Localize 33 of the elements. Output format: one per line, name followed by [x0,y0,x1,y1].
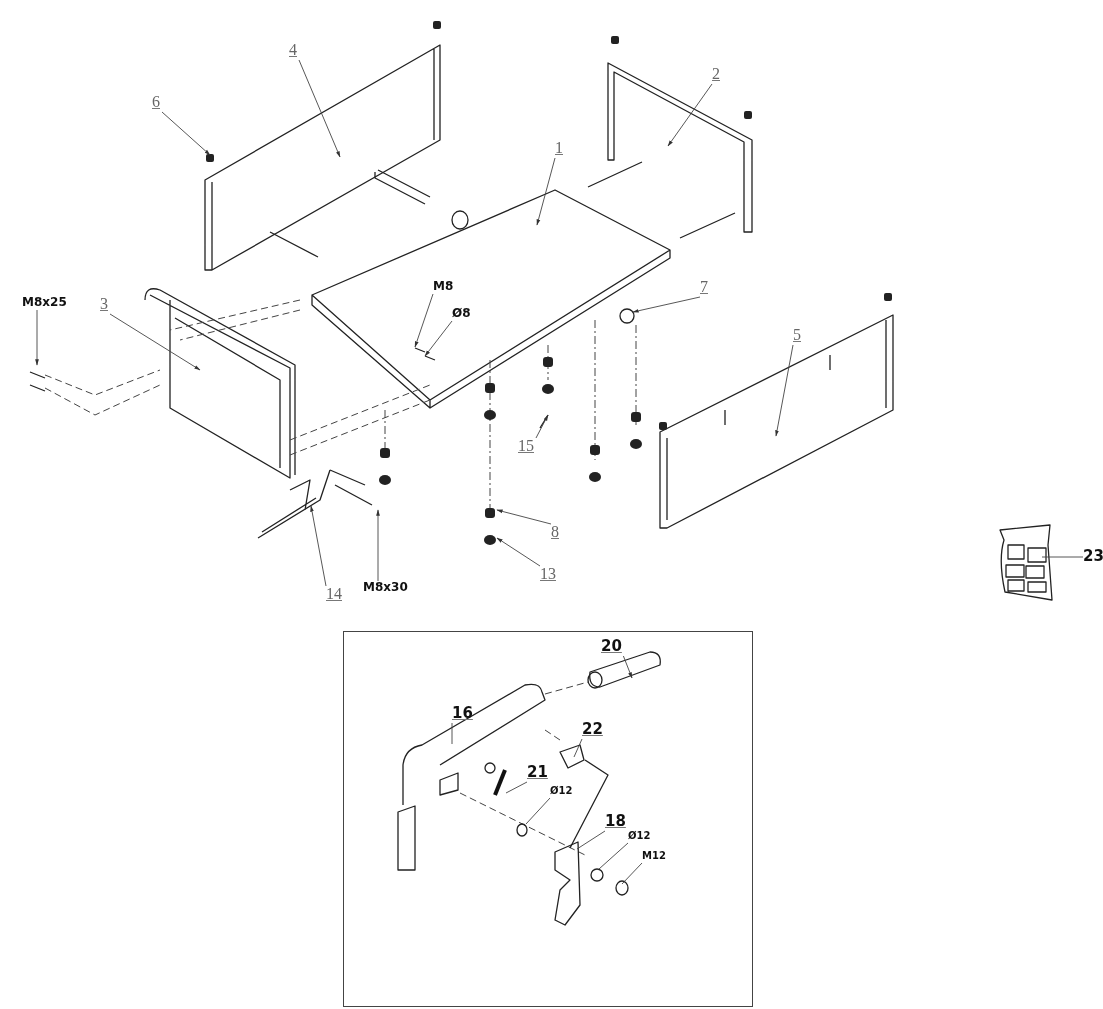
leader-line [576,830,606,850]
callout-number: M8 [433,280,454,292]
callout-number: 6 [152,94,160,110]
callout-number: 23 [1083,549,1103,564]
callout-number: 14 [326,586,342,602]
leader-line [621,862,643,885]
inset-frame [343,631,753,1007]
leader-line [451,722,453,745]
callout-number: 21 [527,765,548,780]
callout-number: Ø12 [628,831,651,841]
callout-number: 3 [100,296,108,312]
leader-line [525,797,551,825]
callout-number: 8 [551,524,559,540]
callout-number: 20 [601,639,622,654]
callout-number: 2 [712,66,720,82]
leader-line [598,842,629,870]
callout-number: M8x25 [22,296,67,308]
leader-line [505,781,528,794]
callout-number: 4 [289,42,297,58]
leader-line [573,738,583,758]
callout-number: 1 [555,140,563,156]
callout-number: Ø12 [550,786,573,796]
callout-number: 15 [518,438,534,454]
callout-number: 16 [452,706,473,721]
leader-line [1041,556,1084,558]
callout-number: 5 [793,327,801,343]
callout-number: 18 [605,814,626,829]
callout-number: 13 [540,566,556,582]
callout-number: M8x30 [363,581,408,593]
callout-number: M12 [642,851,666,861]
callout-number: Ø8 [452,307,471,319]
callout-number: 22 [582,722,603,737]
callout-number: 7 [700,279,708,295]
